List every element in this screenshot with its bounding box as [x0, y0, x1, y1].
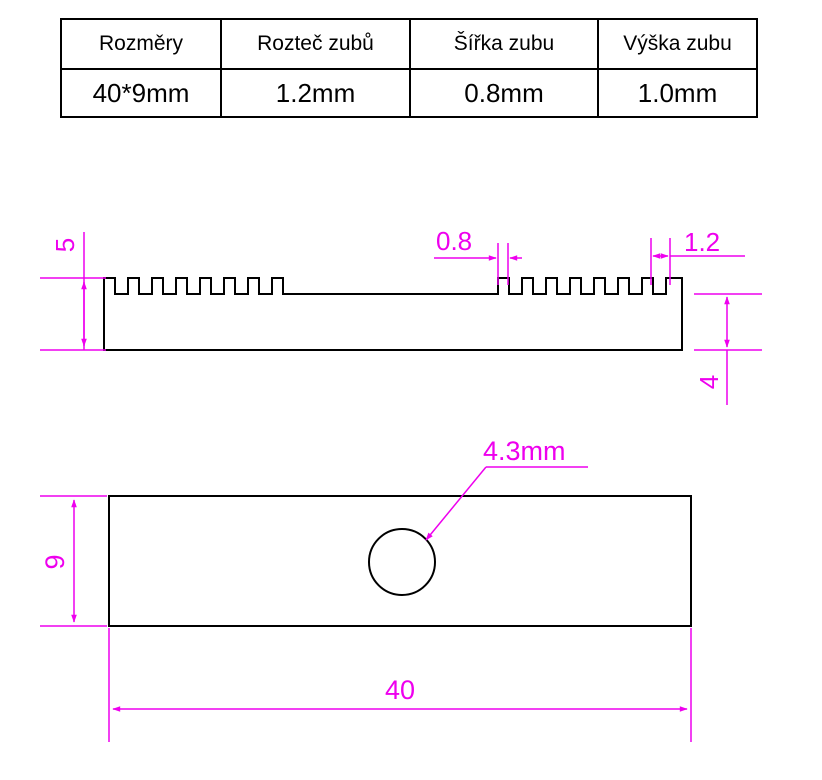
- dimension-hole-diameter: [425, 466, 588, 541]
- label-tooth-pitch: 1.2: [684, 227, 720, 257]
- value-tooth-height: 1.0mm: [597, 68, 758, 118]
- label-total-height: 5: [50, 238, 80, 252]
- value-tooth-width: 0.8mm: [409, 68, 599, 118]
- top-view: 4.3mm 9 40: [40, 436, 692, 742]
- dimension-arrow: [425, 466, 487, 541]
- header-tooth-pitch: Rozteč zubů: [220, 18, 411, 70]
- value-tooth-pitch: 1.2mm: [220, 68, 411, 118]
- dimension-tooth-width: [434, 243, 522, 285]
- label-length: 40: [385, 675, 415, 705]
- mounting-hole: [368, 528, 436, 596]
- dimension-base-height: [694, 293, 762, 405]
- header-tooth-height: Výška zubu: [597, 18, 758, 70]
- plate-outline: [108, 495, 692, 627]
- label-tooth-width: 0.8: [436, 226, 472, 256]
- spec-table: Rozměry Rozteč zubů Šířka zubu Výška zub…: [60, 18, 758, 118]
- label-base-height: 4: [694, 375, 724, 389]
- spec-header-row: Rozměry Rozteč zubů Šířka zubu Výška zub…: [60, 18, 758, 70]
- dimension-total-height: [40, 232, 106, 351]
- header-tooth-width: Šířka zubu: [409, 18, 599, 70]
- label-width: 9: [40, 554, 70, 569]
- dimension-tooth-pitch: [650, 238, 745, 285]
- header-dimensions: Rozměry: [60, 18, 222, 70]
- spec-value-row: 40*9mm 1.2mm 0.8mm 1.0mm: [60, 68, 758, 118]
- value-dimensions: 40*9mm: [60, 68, 222, 118]
- dimension-width: [40, 495, 107, 627]
- side-view: 5 0.8 1.2 4: [40, 226, 762, 405]
- rack-profile: [103, 277, 683, 351]
- dimension-length: [108, 628, 692, 742]
- label-hole-diameter: 4.3mm: [483, 436, 566, 466]
